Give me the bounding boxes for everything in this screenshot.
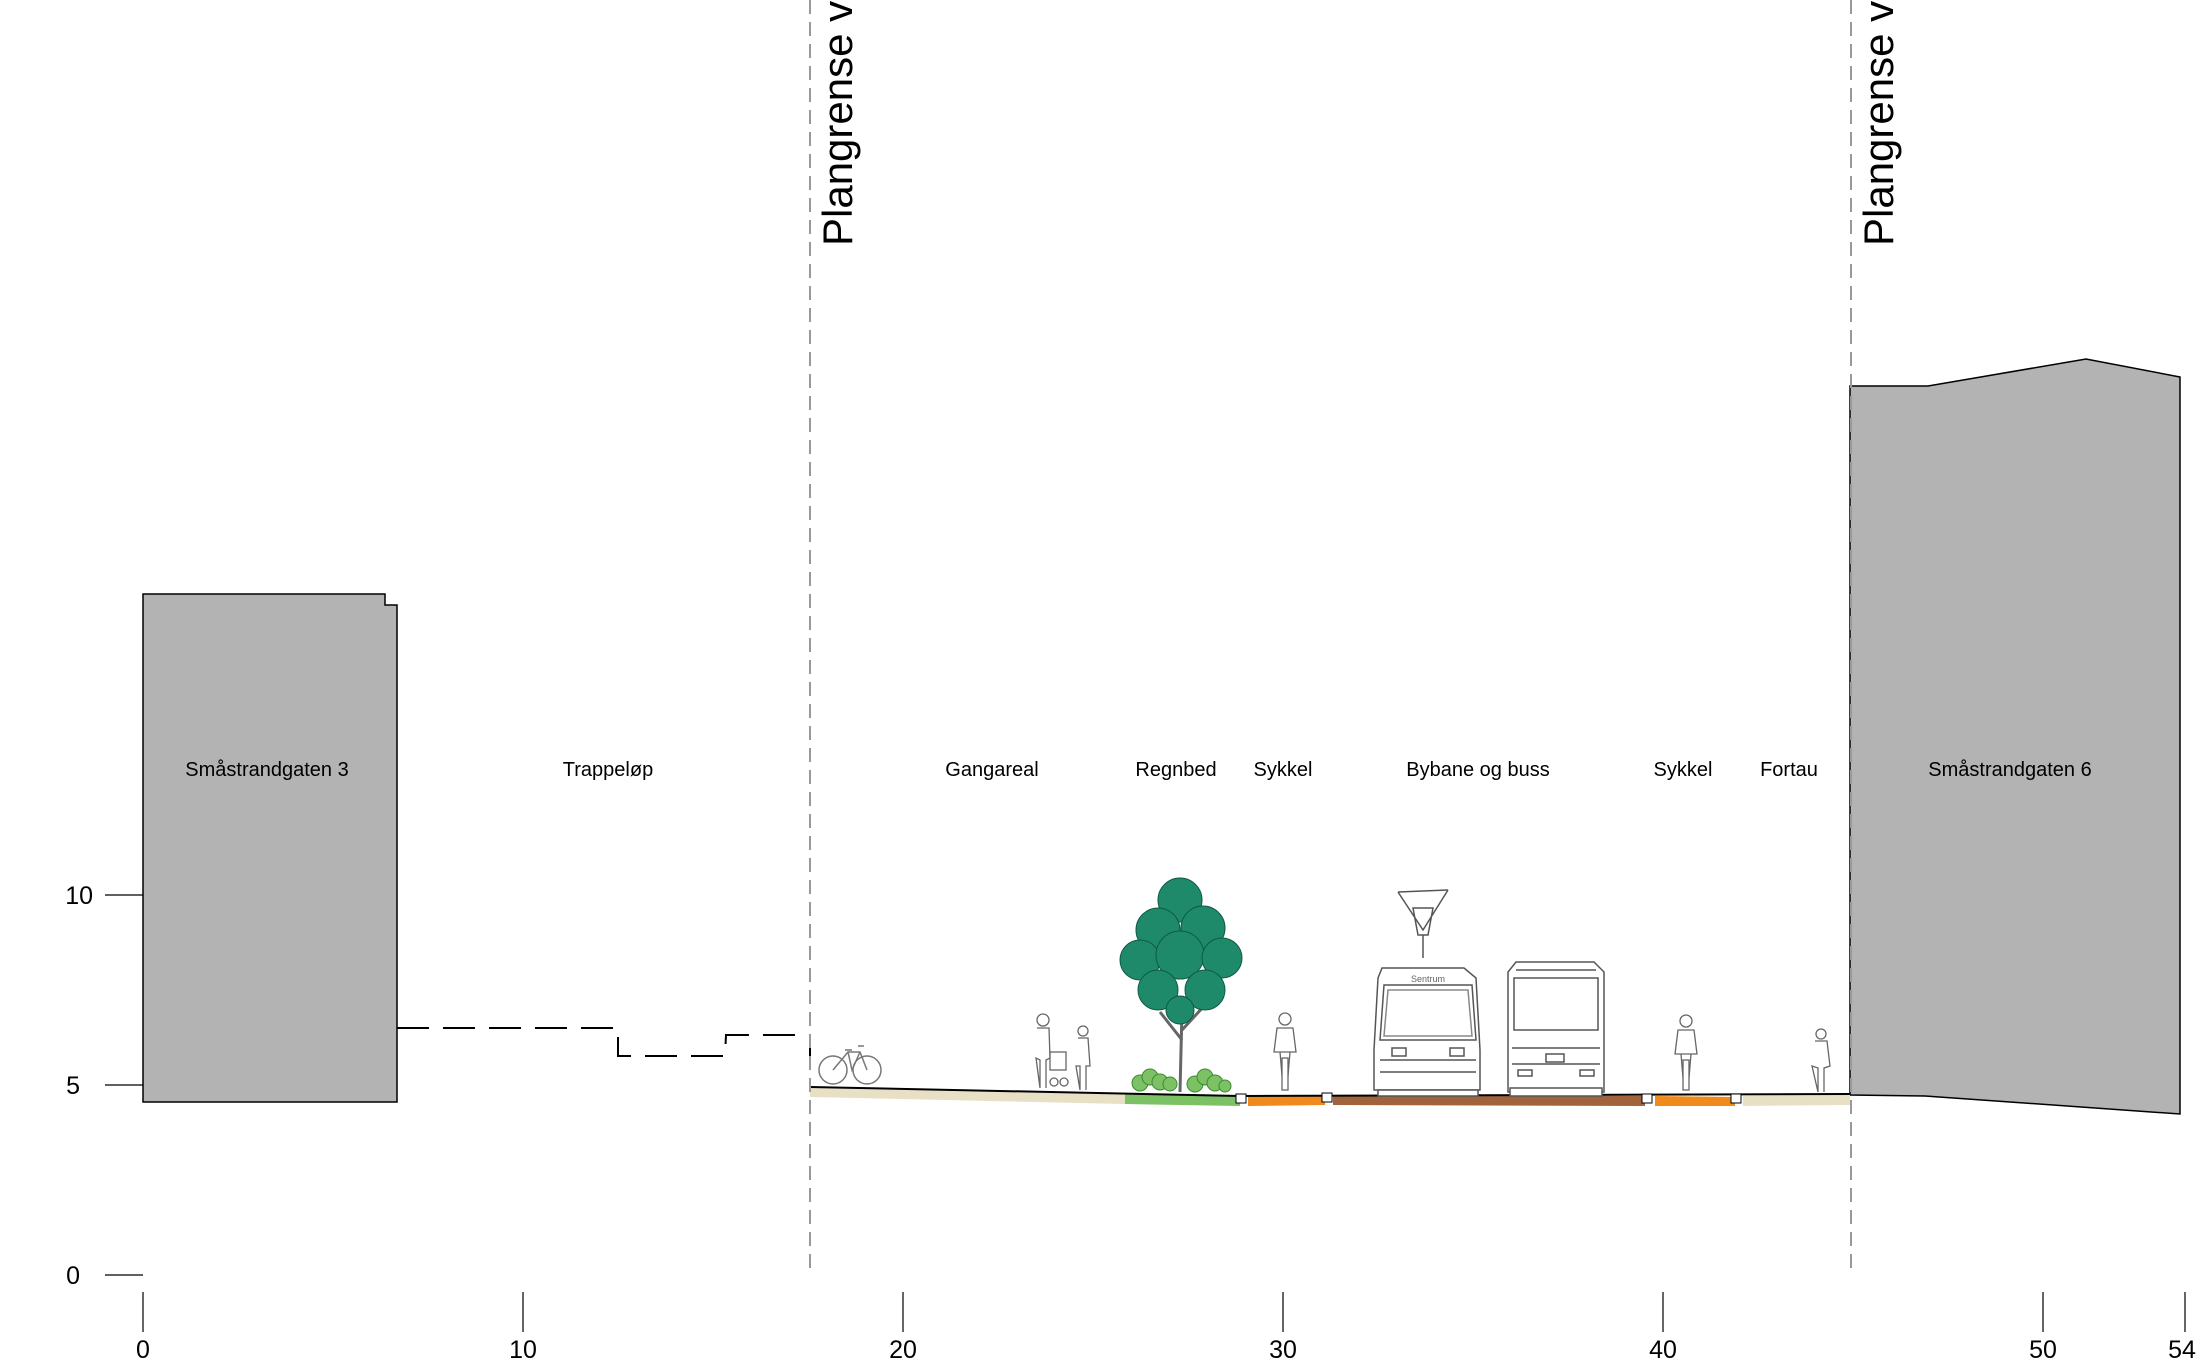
curb (1730, 1093, 1742, 1104)
label-bike-left: Sykkel (1254, 759, 1313, 781)
tram-destination-sign: Sentrum (1411, 974, 1445, 984)
tram-lane-surface (1333, 1095, 1645, 1106)
cyclist-icon (1674, 1014, 1698, 1091)
curb (1235, 1093, 1247, 1104)
label-sidewalk: Fortau (1760, 759, 1818, 781)
shrub-icon (1186, 1068, 1232, 1093)
stairs-outline (397, 1027, 811, 1087)
cyclist-icon (1273, 1012, 1297, 1091)
y-tick-label: 5 (66, 1072, 80, 1100)
x-tick-label: 40 (1649, 1336, 1677, 1364)
y-tick-label: 10 (65, 882, 93, 910)
bike-lane-right-surface (1655, 1096, 1735, 1106)
x-axis (142, 1292, 2186, 1332)
tram-icon: Sentrum (1373, 889, 1481, 1097)
curb (1321, 1092, 1333, 1103)
building-right (1849, 358, 2181, 1115)
x-tick-label: 50 (2029, 1336, 2057, 1364)
pedestrian-icon (1811, 1028, 1831, 1093)
plan-boundary-label-right: Plangrense v (1855, 1, 1902, 246)
label-tram-bus: Bybane og buss (1406, 759, 1549, 781)
y-tick-label: 0 (66, 1262, 80, 1290)
plan-boundary-label-left: Plangrense v (814, 1, 861, 246)
pedestrian-with-stroller-icon (1035, 1013, 1069, 1089)
label-building-left: Småstrandgaten 3 (185, 759, 348, 781)
label-bike-right: Sykkel (1654, 759, 1713, 781)
bicycle-icon (818, 1045, 882, 1085)
label-building-right: Småstrandgaten 6 (1928, 759, 2091, 781)
building-left (142, 593, 398, 1103)
x-tick-label: 0 (136, 1336, 150, 1364)
tree-icon (1119, 877, 1243, 1093)
label-stairs: Trappeløp (563, 759, 653, 781)
x-tick-label: 20 (889, 1336, 917, 1364)
curb (1641, 1093, 1653, 1104)
shrub-icon (1131, 1068, 1178, 1092)
bus-icon (1507, 961, 1605, 1097)
x-tick-label: 54 (2168, 1336, 2196, 1364)
x-tick-label: 30 (1269, 1336, 1297, 1364)
bike-lane-left-surface (1248, 1095, 1325, 1106)
label-walkway: Gangareal (945, 759, 1038, 781)
sidewalk-surface (1743, 1095, 1850, 1106)
walkway-surface (810, 1087, 1125, 1104)
x-tick-label: 10 (509, 1336, 537, 1364)
y-axis (105, 894, 143, 1276)
label-rain-bed: Regnbed (1135, 759, 1216, 781)
pedestrian-icon (1075, 1025, 1091, 1091)
